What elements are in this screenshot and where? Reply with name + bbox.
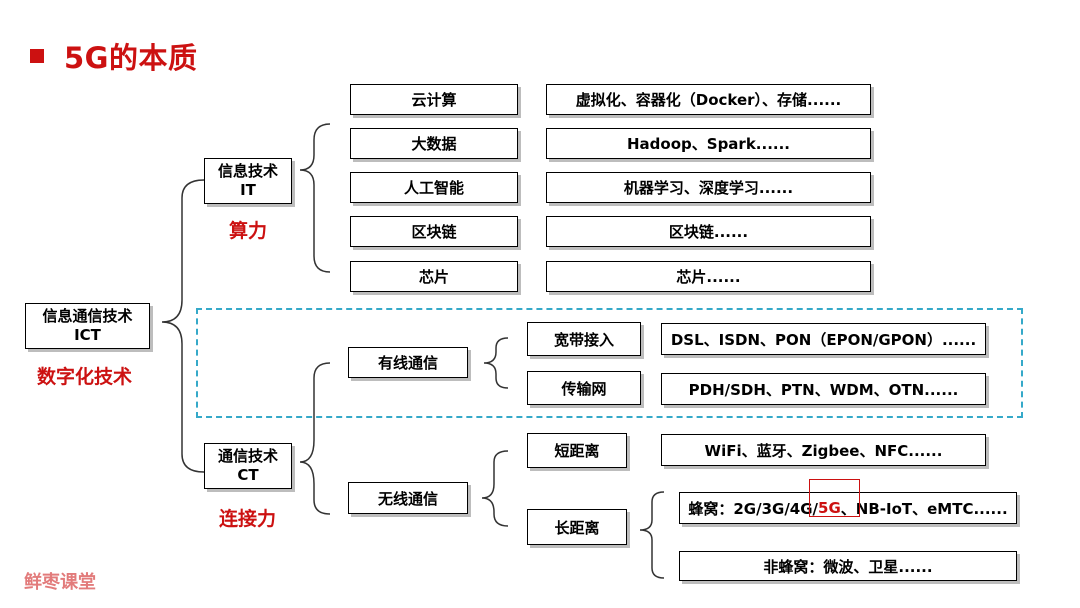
it-item-name: 芯片 (350, 261, 518, 292)
root-line1: 信息通信技术 (42, 307, 133, 325)
it-item-name: 区块链 (350, 216, 518, 247)
it-item-desc: Hadoop、Spark...... (546, 128, 871, 159)
ct-line1: 通信技术 (217, 447, 278, 465)
it-box: 信息技术 IT (204, 158, 292, 204)
title-text: 5G的本质 (64, 41, 198, 75)
cellular-5g: 5G (818, 499, 841, 517)
noncellular-desc: 非蜂窝：微波、卫星...... (679, 551, 1017, 581)
cellular-suffix: 、NB-IoT、eMTC...... (840, 499, 1008, 518)
brace-long (639, 491, 665, 579)
watermark: 鲜枣课堂 (24, 572, 96, 593)
brace-ct (299, 362, 331, 515)
brace-root (161, 179, 205, 473)
it-item-desc: 区块链...... (546, 216, 871, 247)
it-item-name: 云计算 (350, 84, 518, 115)
wired-item-name: 宽带接入 (527, 322, 641, 356)
title-square-icon (30, 49, 44, 63)
wireless-box: 无线通信 (348, 482, 468, 514)
it-item-name: 大数据 (350, 128, 518, 159)
brace-wireless (481, 450, 509, 527)
it-item-desc: 芯片...... (546, 261, 871, 292)
slide-title: 5G的本质 (30, 38, 198, 75)
cellular-desc: 蜂窝：2G/3G/4G/5G、NB-IoT、eMTC...... (679, 492, 1017, 524)
it-label: 算力 (229, 220, 268, 242)
root-label: 数字化技术 (37, 366, 133, 388)
ct-box: 通信技术 CT (204, 443, 292, 489)
ct-line2: CT (237, 466, 259, 484)
long-distance-box: 长距离 (527, 509, 627, 545)
it-line2: IT (240, 181, 256, 199)
brace-wired (483, 337, 509, 389)
short-distance-box: 短距离 (527, 433, 627, 468)
ct-label: 连接力 (219, 508, 277, 530)
root-line2: ICT (74, 326, 101, 344)
it-line1: 信息技术 (217, 162, 278, 180)
wired-item-desc: PDH/SDH、PTN、WDM、OTN...... (661, 373, 986, 405)
brace-it (299, 123, 331, 273)
wired-item-desc: DSL、ISDN、PON（EPON/GPON）...... (661, 323, 986, 355)
root-ict-box: 信息通信技术 ICT (25, 303, 150, 349)
it-item-name: 人工智能 (350, 172, 518, 203)
cellular-prefix: 蜂窝：2G/3G/4G/ (688, 499, 819, 518)
wired-box: 有线通信 (348, 347, 468, 378)
it-item-desc: 机器学习、深度学习...... (546, 172, 871, 203)
5g-highlight-frame (809, 479, 860, 517)
wired-dashed-frame (196, 308, 1023, 418)
wired-item-name: 传输网 (527, 371, 641, 405)
it-item-desc: 虚拟化、容器化（Docker）、存储...... (546, 84, 871, 115)
short-distance-desc: WiFi、蓝牙、Zigbee、NFC...... (661, 434, 986, 466)
